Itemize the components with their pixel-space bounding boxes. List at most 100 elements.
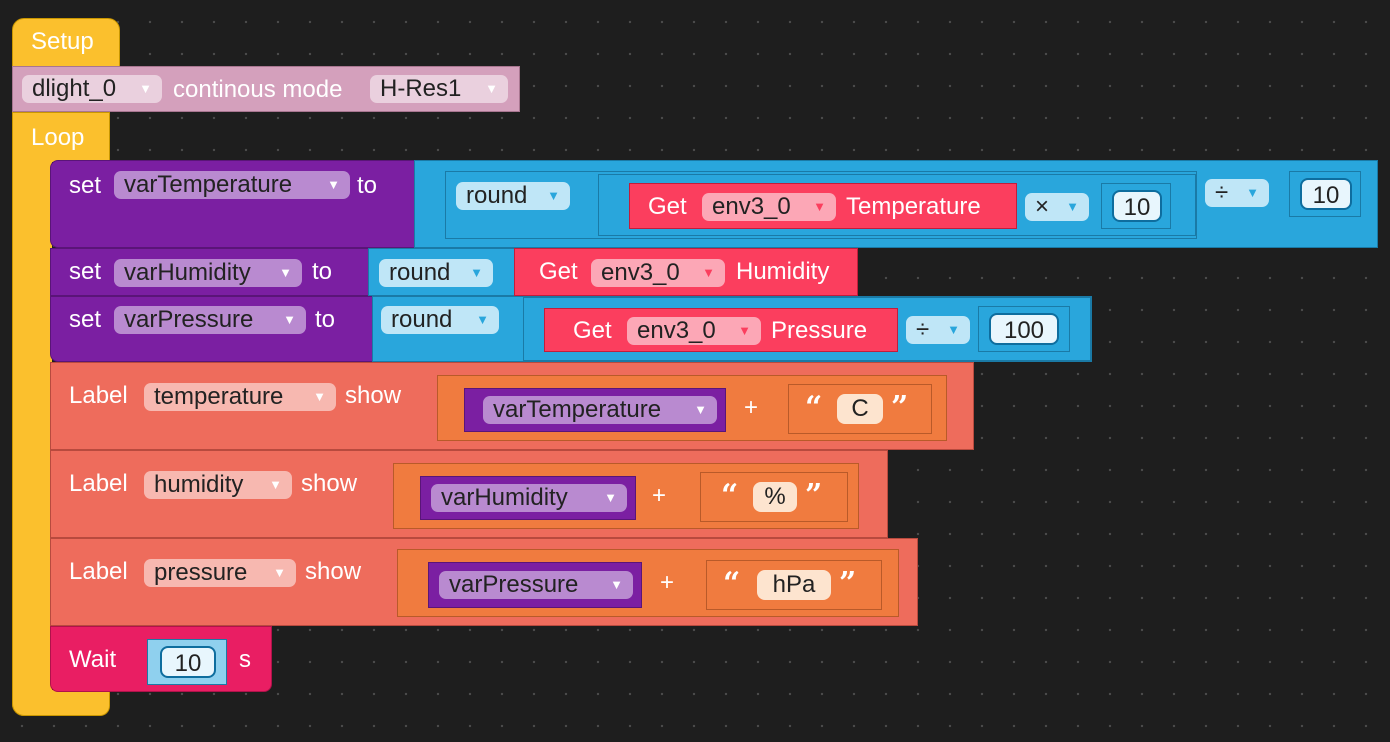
light-mode-dropdown[interactable]: H-Res1▼	[370, 75, 508, 103]
light-mode-block[interactable]: dlight_0▼ continous mode H-Res1▼	[12, 66, 520, 112]
round-dropdown[interactable]: round▼	[381, 306, 499, 334]
chevron-down-icon: ▼	[1066, 199, 1079, 214]
label-name-value: temperature	[154, 383, 284, 410]
var-pressure-dropdown[interactable]: varPressure▼	[114, 306, 306, 334]
set-pressure-block[interactable]: set varPressure▼ to	[50, 296, 374, 362]
label-temperature-block[interactable]: Label temperature▼ show varTemperature▼ …	[50, 362, 974, 450]
var-temperature-value: varTemperature	[124, 171, 293, 198]
variable-dropdown[interactable]: varTemperature▼	[483, 396, 717, 424]
text-join-block[interactable]: varPressure ▼ + “ hPa ”	[397, 549, 899, 617]
setup-block[interactable]: Setup	[12, 18, 120, 68]
string-input[interactable]: C	[837, 394, 883, 424]
number-block-10b: 10	[1289, 171, 1361, 217]
variable-block[interactable]: varHumidity ▼	[420, 476, 636, 520]
chevron-down-icon: ▼	[1246, 185, 1259, 200]
number-block-10a: 10	[1101, 183, 1171, 229]
string-block[interactable]: “ % ”	[700, 472, 848, 522]
chevron-down-icon: ▼	[610, 577, 623, 592]
seconds-unit: s	[239, 646, 251, 673]
set-temperature-block[interactable]: set varTemperature▼ to	[50, 160, 416, 248]
to-keyword: to	[312, 258, 333, 285]
wait-duration-input[interactable]: 10	[160, 646, 216, 678]
number-input[interactable]: 10	[1112, 190, 1162, 222]
env-device-dropdown[interactable]: env3_0▼	[591, 259, 725, 287]
round-block-temperature[interactable]: round▼ Get env3_0▼ Temperature ×▼ 10	[445, 171, 1197, 239]
string-block[interactable]: “ hPa ”	[706, 560, 882, 610]
open-quote-icon: “	[805, 390, 823, 425]
divide-operator: ÷	[1215, 179, 1229, 206]
variable-dropdown[interactable]: varPressure ▼	[439, 571, 633, 599]
variable-dropdown[interactable]: varHumidity ▼	[431, 484, 627, 512]
chevron-down-icon: ▼	[273, 565, 286, 580]
round-dropdown[interactable]: round▼	[379, 259, 493, 287]
chevron-down-icon: ▼	[470, 265, 483, 280]
chevron-down-icon: ▼	[547, 188, 560, 203]
round-value: round	[391, 306, 453, 333]
get-pressure-block[interactable]: Get env3_0▼ Pressure	[544, 308, 898, 352]
show-keyword: show	[305, 558, 362, 585]
var-humidity-dropdown[interactable]: varHumidity▼	[114, 259, 302, 287]
get-temperature-block[interactable]: Get env3_0▼ Temperature	[629, 183, 1017, 229]
number-input[interactable]: 100	[989, 313, 1059, 345]
label-name-dropdown[interactable]: pressure ▼	[144, 559, 296, 587]
plus-operator: +	[652, 482, 667, 509]
string-input[interactable]: %	[753, 482, 797, 512]
show-keyword: show	[345, 382, 402, 409]
divide-operator-dropdown[interactable]: ÷▼	[906, 316, 970, 344]
label-humidity-block[interactable]: Label humidity▼ show varHumidity▼ + “ % …	[50, 450, 888, 538]
plus-operator: +	[744, 394, 759, 421]
divide-block-temperature[interactable]: round▼ Get env3_0▼ Temperature ×▼ 10 ÷▼ …	[414, 160, 1378, 248]
text-join-block[interactable]: varTemperature▼ + “ C ”	[437, 375, 947, 441]
light-device-dropdown[interactable]: dlight_0▼	[22, 75, 162, 103]
get-keyword: Get	[539, 258, 578, 285]
env-device-dropdown[interactable]: env3_0 ▼	[702, 193, 836, 221]
chevron-down-icon: ▼	[327, 177, 340, 192]
variable-block[interactable]: varPressure ▼	[428, 562, 642, 608]
divide-block-pressure[interactable]: Get env3_0▼ Pressure ÷▼ 100	[523, 297, 1091, 361]
wait-number-block: 10	[147, 639, 227, 685]
env-device-value: env3_0	[712, 193, 791, 220]
wait-keyword: Wait	[69, 646, 117, 673]
env-device-value: env3_0	[637, 317, 716, 344]
loop-header[interactable]: Loop	[12, 112, 110, 162]
label-keyword: Label	[69, 558, 128, 585]
set-humidity-block[interactable]: set varHumidity▼ to	[50, 248, 370, 296]
variable-value: varPressure	[449, 571, 579, 598]
chevron-down-icon: ▼	[813, 199, 826, 214]
multiply-block[interactable]: Get env3_0▼ Temperature ×▼ 10	[598, 174, 1196, 236]
number-input[interactable]: 10	[1300, 178, 1352, 210]
humidity-property: Humidity	[736, 258, 830, 285]
open-quote-icon: “	[721, 478, 739, 513]
text-join-block[interactable]: varHumidity ▼ + “ % ”	[393, 463, 859, 529]
label-pressure-block[interactable]: Label pressure ▼ show varPressure ▼ + “ hP…	[50, 538, 918, 626]
round-value: round	[466, 182, 528, 209]
string-input[interactable]: hPa	[757, 570, 831, 600]
set-keyword: set	[69, 258, 102, 285]
multiply-operator-dropdown[interactable]: ×▼	[1025, 193, 1089, 221]
string-block[interactable]: “ C ”	[788, 384, 932, 434]
round-block-pressure[interactable]: round▼ Get env3_0▼ Pressure ÷▼ 100	[372, 296, 1092, 362]
label-name-dropdown[interactable]: humidity▼	[144, 471, 292, 499]
get-keyword: Get	[573, 317, 612, 344]
loop-label: Loop	[31, 124, 85, 151]
round-dropdown[interactable]: round ▼	[456, 182, 570, 210]
var-temperature-dropdown[interactable]: varTemperature ▼	[114, 171, 350, 199]
divide-operator-dropdown[interactable]: ÷▼	[1205, 179, 1269, 207]
round-block-humidity[interactable]: round▼	[368, 248, 520, 296]
temperature-property: Temperature	[846, 193, 981, 220]
chevron-down-icon: ▼	[604, 490, 617, 505]
chevron-down-icon: ▼	[279, 265, 292, 280]
label-name-dropdown[interactable]: temperature▼	[144, 383, 336, 411]
close-quote-icon: ”	[805, 478, 823, 513]
env-device-dropdown[interactable]: env3_0▼	[627, 317, 761, 345]
wait-block[interactable]: Wait 10 s	[50, 626, 272, 692]
label-keyword: Label	[69, 470, 128, 497]
label-name-value: pressure	[154, 559, 248, 586]
get-humidity-block[interactable]: Get env3_0▼ Humidity	[514, 248, 858, 296]
plus-operator: +	[660, 569, 675, 596]
close-quote-icon: ”	[839, 566, 857, 601]
variable-block[interactable]: varTemperature▼	[464, 388, 726, 432]
to-keyword: to	[357, 172, 378, 199]
variable-value: varHumidity	[441, 484, 568, 511]
label-name-value: humidity	[154, 471, 244, 498]
